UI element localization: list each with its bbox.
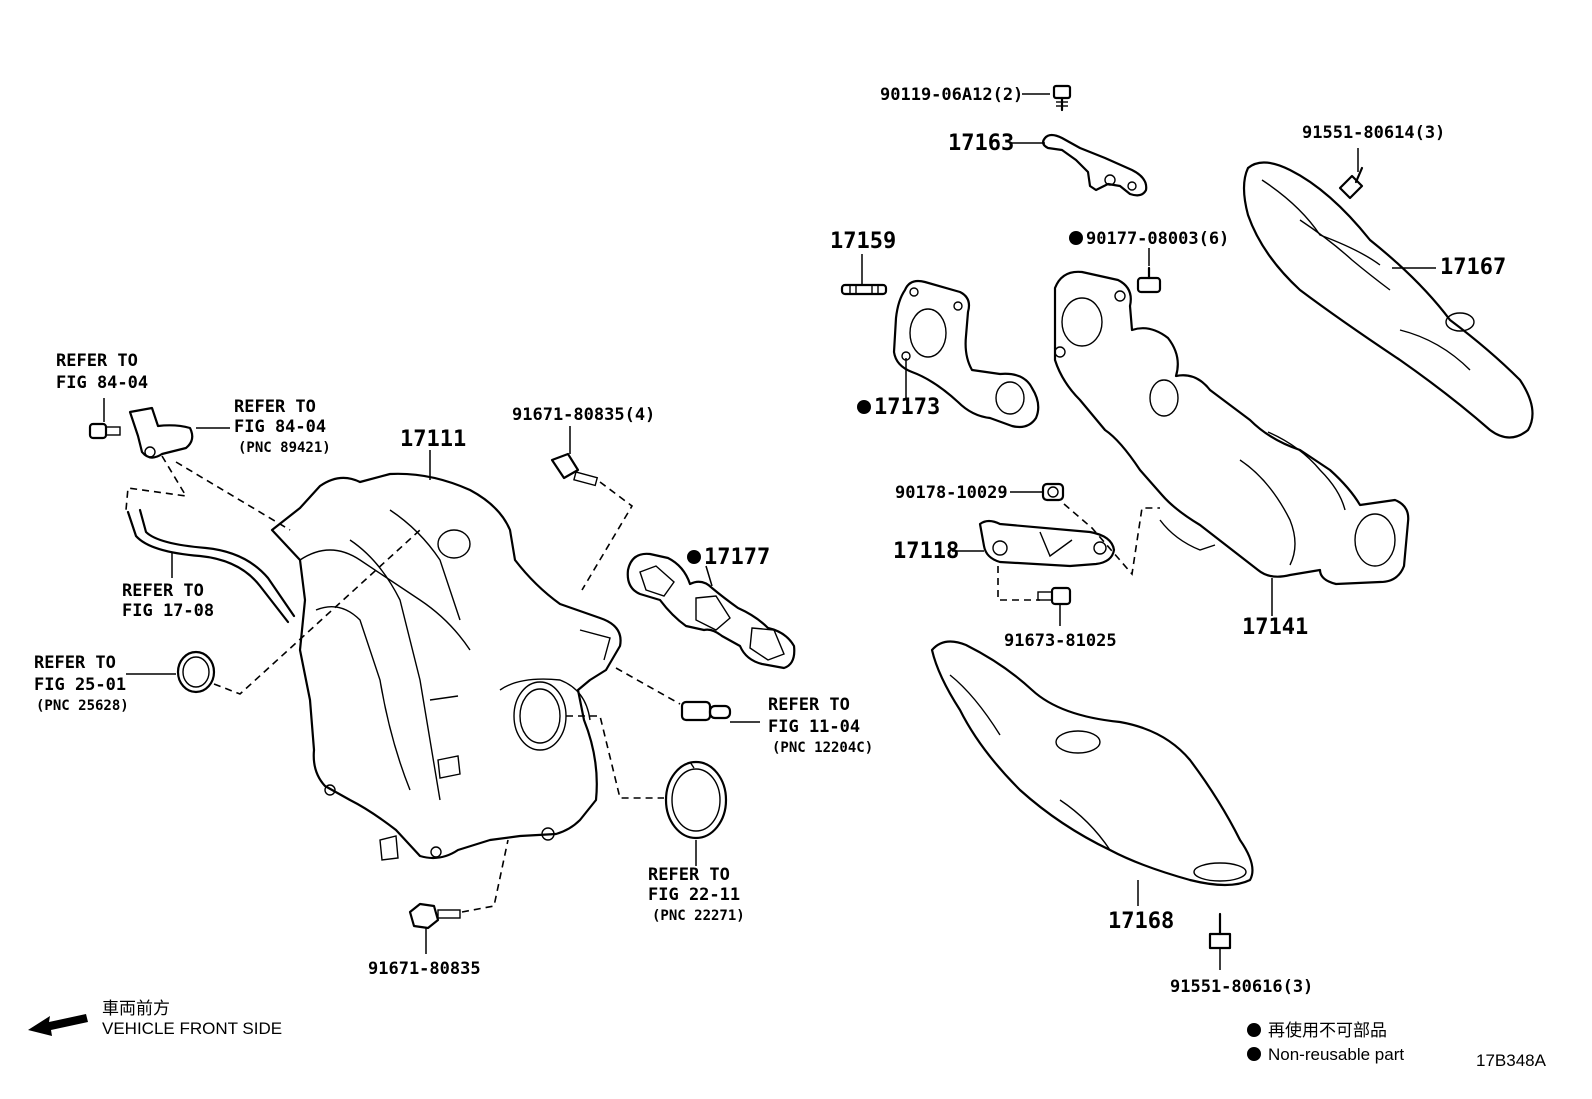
- label-17163: 17163: [948, 131, 1014, 156]
- ref5-line3: (PNC 12204C): [772, 740, 873, 756]
- ref1-line2: FIG 84-04: [56, 373, 148, 393]
- ref2-line3: (PNC 89421): [238, 440, 331, 456]
- label-90119-06a12: 90119-06A12(2): [880, 85, 1023, 105]
- ref6-line1: REFER TO: [648, 865, 730, 885]
- label-17111: 17111: [400, 427, 466, 452]
- label-17173: 17173: [874, 395, 940, 420]
- label-91671-80835-4: 91671-80835(4): [512, 405, 655, 425]
- label-91673-81025: 91673-81025: [1004, 631, 1117, 651]
- legend-en: Non-reusable part: [1268, 1045, 1404, 1064]
- hose: [126, 508, 296, 624]
- stud-17159: [840, 254, 888, 296]
- label-91551-80616: 91551-80616(3): [1170, 977, 1313, 997]
- heat-insulator-17168: [930, 640, 1254, 887]
- ref6-line2: FIG 22-11: [648, 885, 740, 905]
- exhaust-manifold-converter-17141: [1053, 270, 1410, 586]
- bolt-91551-80616: [1208, 912, 1232, 970]
- nut-90177-08003: [1136, 248, 1162, 294]
- label-17118: 17118: [893, 539, 959, 564]
- gasket-17177: [626, 552, 796, 670]
- bracket-17163: [1041, 133, 1148, 197]
- sensor-bolt: [88, 398, 121, 440]
- gasket-ring-22271: [664, 760, 728, 840]
- ref6-line3: (PNC 22271): [652, 908, 745, 924]
- vehicle-front-en: VEHICLE FRONT SIDE: [102, 1019, 282, 1038]
- bolt-91551-80614: [1338, 148, 1364, 200]
- label-17159: 17159: [830, 229, 896, 254]
- bolt-91673-81025: [1037, 586, 1072, 626]
- bracket-17118: [978, 519, 1116, 568]
- label-91551-80614: 91551-80614(3): [1302, 123, 1445, 143]
- label-90178-10029: 90178-10029: [895, 483, 1008, 503]
- label-91671-80835: 91671-80835: [368, 959, 481, 979]
- label-17141: 17141: [1242, 615, 1308, 640]
- gasket-17173: [892, 279, 1040, 429]
- label-17167: 17167: [1440, 255, 1506, 280]
- nut-90178-10029: [1041, 482, 1065, 502]
- ref1-line1: REFER TO: [56, 351, 138, 371]
- label-17168: 17168: [1108, 909, 1174, 934]
- bolt-91671-80835: [408, 902, 461, 954]
- sensor: [128, 406, 194, 459]
- label-17177: 17177: [704, 545, 770, 570]
- sensor-12204c: [680, 700, 732, 722]
- ref4-line1: REFER TO: [34, 653, 116, 673]
- ref2-line2: FIG 84-04: [234, 417, 326, 437]
- vehicle-front-arrow-icon: [28, 1014, 88, 1036]
- ref5-line1: REFER TO: [768, 695, 850, 715]
- bolt-90119-06a12: [1052, 84, 1072, 112]
- vehicle-front-jp: 車両前方: [102, 999, 170, 1018]
- legend-jp: 再使用不可部品: [1268, 1020, 1387, 1040]
- ref3-line1: REFER TO: [122, 581, 204, 601]
- label-90177-08003: 90177-08003(6): [1086, 229, 1229, 249]
- gasket-ring-25628: [176, 650, 216, 694]
- intake-manifold-17111: [270, 472, 622, 861]
- ref4-line2: FIG 25-01: [34, 675, 126, 695]
- ref3-line2: FIG 17-08: [122, 601, 214, 621]
- bolt-91671-80835-4: [550, 426, 599, 487]
- ref2-line1: REFER TO: [234, 397, 316, 417]
- figure-code: 17B348A: [1476, 1051, 1547, 1070]
- ref4-line3: (PNC 25628): [36, 698, 129, 714]
- heat-insulator-17167: [1242, 161, 1534, 439]
- ref5-line2: FIG 11-04: [768, 717, 860, 737]
